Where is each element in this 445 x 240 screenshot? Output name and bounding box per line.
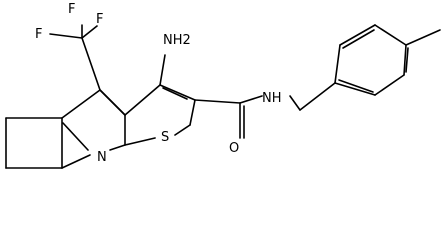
thiophene-sulfur-label: S (161, 130, 169, 145)
fluorine-label-right: F (96, 12, 103, 27)
bond-line (49, 33, 83, 39)
fluorine-label-left: F (35, 27, 42, 42)
bond-line (81, 37, 101, 91)
bond-line (189, 99, 196, 126)
bond-line (374, 24, 407, 46)
bond-line (405, 47, 409, 73)
bond-line (289, 95, 301, 111)
bond-line (374, 74, 405, 96)
bond-line (81, 25, 98, 39)
chemical-structure: F F F NH2 NH O S N (5, 2, 441, 169)
bond-line (334, 44, 341, 84)
bond-line (342, 29, 375, 49)
bond-line (338, 79, 374, 93)
atom-labels: F F F NH2 NH O S N (35, 2, 282, 165)
bond-line (299, 82, 336, 111)
pyridine-nitrogen-label: N (97, 150, 107, 165)
bond-line (61, 154, 91, 169)
bond-line (334, 82, 376, 96)
bond-line (339, 24, 376, 46)
carbonyl-oxygen-label: O (229, 141, 239, 156)
bond-line (403, 44, 407, 76)
bond-line (194, 99, 241, 104)
bond-line (124, 84, 161, 116)
bond-line (159, 54, 166, 86)
bond-line (405, 29, 441, 46)
bond-line (239, 95, 263, 104)
bond-line (99, 89, 126, 116)
bond-line (124, 137, 156, 146)
bond-line (174, 124, 191, 136)
bond-line (62, 122, 89, 151)
bond-line (162, 87, 188, 100)
bond-line (61, 89, 101, 119)
bond-lines (5, 24, 441, 169)
bond-line (159, 84, 196, 101)
bond-line (109, 144, 126, 151)
amide-nh-label: NH (262, 91, 282, 106)
fluorine-label-top: F (68, 2, 75, 17)
amino-group-label: NH2 (163, 33, 191, 48)
